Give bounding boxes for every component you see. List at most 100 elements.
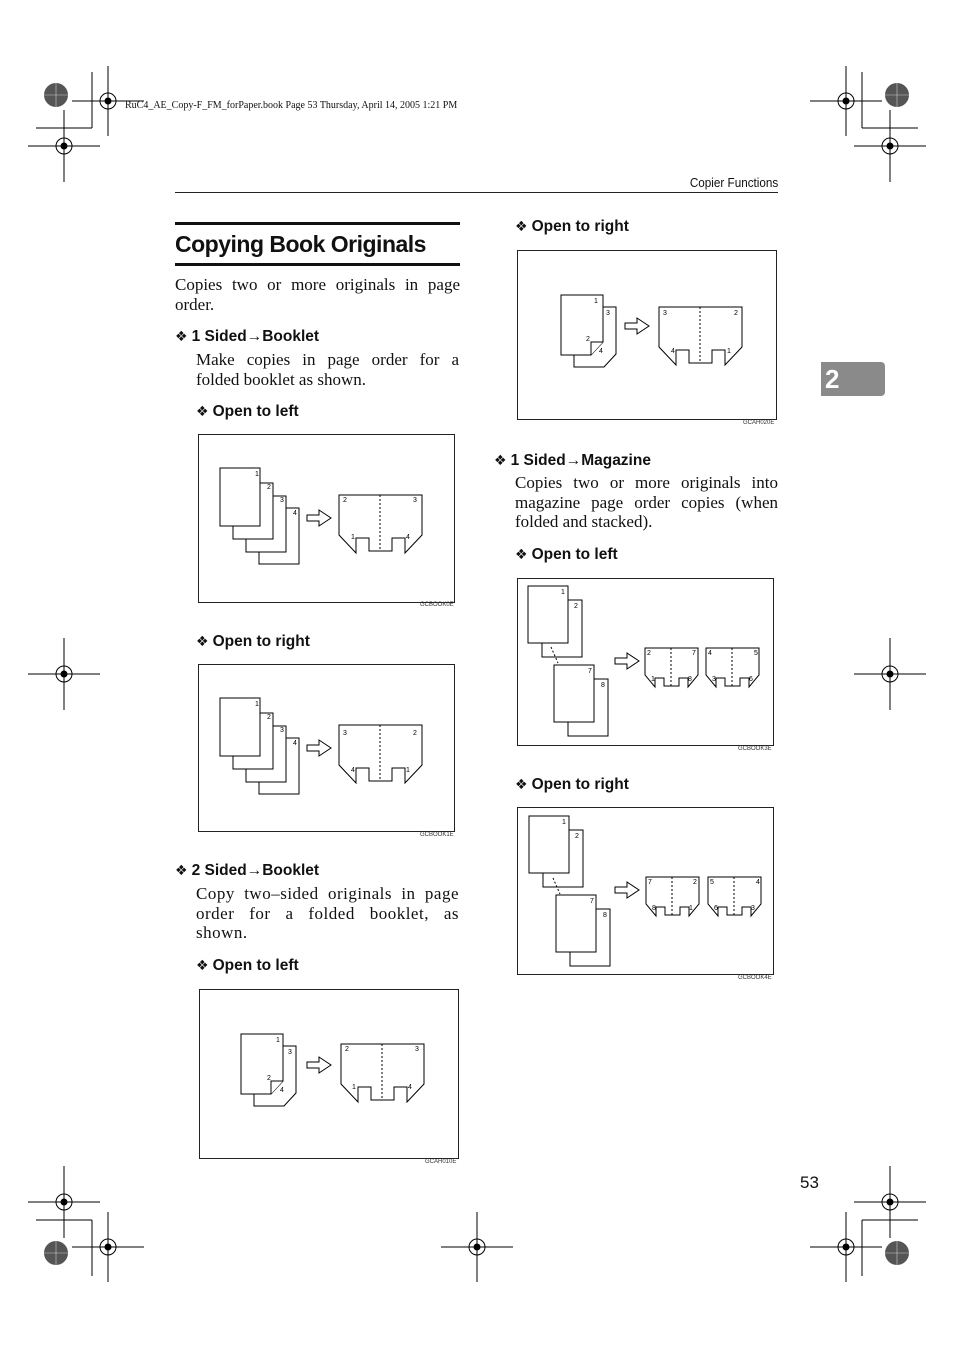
figure-code: GCBOOK0E	[420, 602, 454, 608]
page-num: 4	[408, 1084, 412, 1091]
section-heading-1s-magazine: ❖1 Sided→Magazine	[494, 452, 651, 469]
page-num: 6	[749, 676, 753, 683]
subheading-open-left-1: ❖Open to left	[196, 403, 299, 420]
page-num: 2	[647, 650, 651, 657]
subheading-open-right-3: ❖Open to right	[515, 776, 629, 793]
page-num: 4	[293, 510, 297, 517]
page-num: 3	[280, 497, 284, 504]
page-num: 2	[267, 484, 271, 491]
page-num: 8	[652, 905, 656, 912]
figure-code: GCBOOK3E	[738, 746, 772, 752]
page-num: 5	[754, 650, 758, 657]
page-num: 1	[689, 905, 693, 912]
figure-code: GCBOOK4E	[738, 975, 772, 981]
page-num: 1	[255, 701, 259, 708]
diamond-icon: ❖	[196, 958, 209, 974]
page-num: 3	[415, 1046, 419, 1053]
section-body-1s-booklet: Make copies in page order for a folded b…	[196, 350, 459, 389]
page-num: 2	[413, 730, 417, 737]
figure-code: GCAH020E	[743, 420, 775, 426]
page-num: 3	[280, 727, 284, 734]
diagram-magazine: 1 2 7 8 2 7 1 8 4 5 3 6	[527, 585, 760, 737]
page-num: 4	[406, 534, 410, 541]
page-num: 1	[594, 298, 598, 305]
figure-2s-booklet-right: 1 3 2 4 3 2 4 1	[517, 250, 777, 420]
page-num: 2	[343, 497, 347, 504]
page-num: 2	[734, 310, 738, 317]
page-num: 2	[693, 879, 697, 886]
page-num: 2	[267, 714, 271, 721]
page-num: 6	[714, 905, 718, 912]
page-num: 4	[599, 348, 603, 355]
figure-2s-booklet-left: 1 3 2 4 2 3 1 4	[199, 989, 459, 1159]
page-num: 4	[293, 740, 297, 747]
page-num: 4	[280, 1087, 284, 1094]
diamond-icon: ❖	[175, 863, 188, 879]
page-num: 7	[588, 668, 592, 675]
diamond-icon: ❖	[196, 634, 209, 650]
page-num: 8	[688, 676, 692, 683]
page-num: 5	[710, 879, 714, 886]
page-num: 4	[756, 879, 760, 886]
page-num: 8	[601, 682, 605, 689]
diagram-duplex-booklet: 1 3 2 4 2 3 1 4	[240, 1033, 425, 1107]
page-num: 1	[351, 534, 355, 541]
diamond-icon: ❖	[494, 453, 507, 469]
diamond-icon: ❖	[196, 404, 209, 420]
chapter-tab: 2	[821, 362, 885, 396]
page-num: 3	[663, 310, 667, 317]
file-header: RuC4_AE_Copy-F_FM_forPaper.book Page 53 …	[125, 100, 458, 111]
page-num: 1	[255, 471, 259, 478]
diamond-icon: ❖	[515, 547, 528, 563]
page-num: 2	[586, 336, 590, 343]
page-num: 3	[712, 676, 716, 683]
page-num: 3	[413, 497, 417, 504]
page-num: 1	[651, 676, 655, 683]
page-num: 3	[606, 310, 610, 317]
figure-1s-booklet-left: 1 2 3 4 2 3 1 4	[198, 434, 455, 603]
page-num: 1	[406, 767, 410, 774]
figure-1s-magazine-right: 1 2 7 8 7 2 8 1 5 4 6 3	[517, 807, 774, 975]
figure-code: GCAH010E	[425, 1159, 457, 1165]
page-num: 4	[671, 348, 675, 355]
page-number: 53	[800, 1173, 819, 1192]
diagram-stack-booklet: 1 2 3 4 2 3 1 4	[219, 467, 423, 565]
page-num: 3	[288, 1049, 292, 1056]
page-num: 2	[345, 1046, 349, 1053]
diagram-magazine: 1 2 7 8 7 2 8 1 5 4 6 3	[528, 815, 762, 967]
subheading-open-left-3: ❖Open to left	[515, 546, 618, 563]
page-num: 2	[575, 833, 579, 840]
page-num: 4	[708, 650, 712, 657]
figure-1s-magazine-left: 1 2 7 8 2 7 1 8 4 5 3 6	[517, 578, 774, 746]
diamond-icon: ❖	[515, 777, 528, 793]
subheading-open-right-1: ❖Open to right	[196, 633, 310, 650]
page-num: 1	[276, 1037, 280, 1044]
header-rule	[175, 192, 778, 193]
page-title: Copying Book Originals	[175, 222, 460, 266]
diamond-icon: ❖	[175, 329, 188, 345]
page-num: 1	[727, 348, 731, 355]
diamond-icon: ❖	[515, 219, 528, 235]
section-body-1s-magazine: Copies two or more originals into magazi…	[515, 473, 778, 531]
figure-code: GCBOOK1E	[420, 832, 454, 838]
intro-text: Copies two or more originals in page ord…	[175, 275, 460, 314]
page-num: 1	[352, 1084, 356, 1091]
section-heading-2s-booklet: ❖2 Sided→Booklet	[175, 862, 320, 879]
page-num: 3	[751, 905, 755, 912]
running-head: Copier Functions	[689, 175, 778, 190]
page-num: 2	[574, 603, 578, 610]
page-num: 1	[561, 589, 565, 596]
page-num: 2	[267, 1075, 271, 1082]
page-num: 7	[648, 879, 652, 886]
page-num: 1	[562, 819, 566, 826]
page-num: 7	[590, 898, 594, 905]
section-heading-1s-booklet: ❖1 Sided→Booklet	[175, 328, 320, 345]
page-num: 4	[351, 767, 355, 774]
figure-1s-booklet-right: 1 2 3 4 3 2 4 1	[198, 664, 455, 832]
diagram-stack-booklet: 1 2 3 4 3 2 4 1	[219, 697, 423, 795]
page-num: 3	[343, 730, 347, 737]
page-num: 8	[603, 912, 607, 919]
page-num: 7	[692, 650, 696, 657]
subheading-open-right-2: ❖Open to right	[515, 218, 629, 235]
